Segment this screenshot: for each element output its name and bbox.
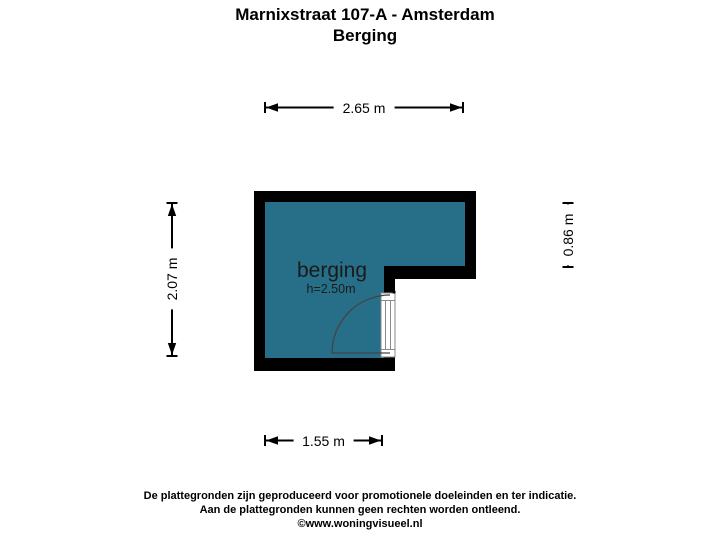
room-ceiling-height-label: h=2.50m bbox=[306, 282, 356, 296]
footer-disclaimer: De plattegronden zijn geproduceerd voor … bbox=[0, 489, 720, 531]
dimension-label-left: 2.07 m bbox=[162, 248, 182, 310]
dimension-label-top: 2.65 m bbox=[333, 97, 395, 118]
disclaimer-line-1: De plattegronden zijn geproduceerd voor … bbox=[143, 490, 577, 502]
title-room-type: Berging bbox=[332, 26, 398, 45]
copyright-line: ©www.woningvisueel.nl bbox=[297, 518, 423, 530]
room-area bbox=[265, 202, 465, 358]
door-hinge-dot bbox=[392, 290, 396, 294]
dimension-label-right: 0.86 m bbox=[558, 204, 578, 266]
room-name-label: berging bbox=[296, 259, 368, 282]
disclaimer-line-2: Aan de plattegronden kunnen geen rechten… bbox=[199, 504, 521, 516]
title-address: Marnixstraat 107-A - Amsterdam bbox=[235, 5, 495, 24]
dimension-label-bottom: 1.55 m bbox=[293, 430, 354, 451]
door-swing-arc bbox=[331, 294, 391, 354]
plan-title: Marnixstraat 107-A - Amsterdam Berging bbox=[5, 4, 720, 46]
door bbox=[380, 290, 396, 358]
